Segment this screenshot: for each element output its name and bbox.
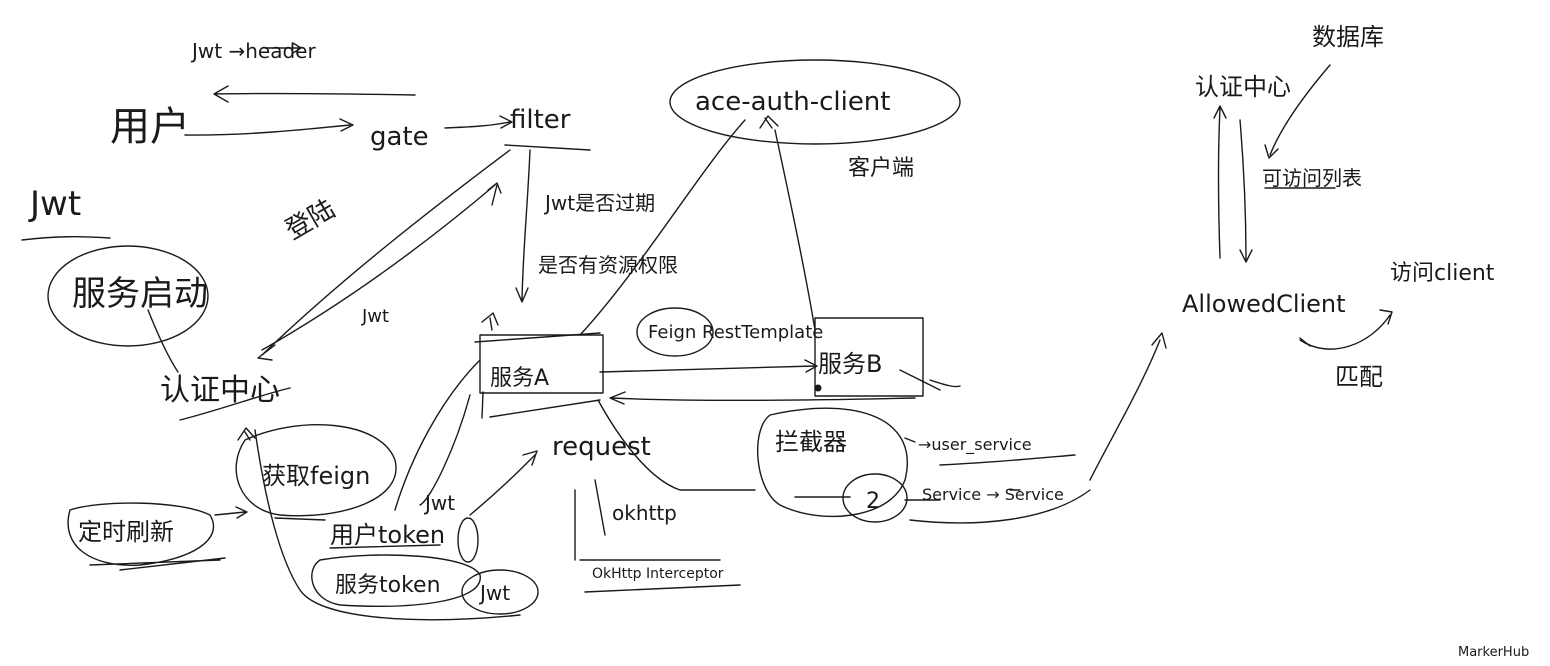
fetch-feign-oval [235, 424, 397, 517]
arrow-b-to-interceptor [904, 437, 916, 443]
label-interceptor: 拦截器 [775, 428, 847, 456]
curve-around-left [254, 429, 521, 621]
arrow-db-to-list [1264, 64, 1331, 159]
service-a-box-sketch [474, 332, 601, 419]
watermark: MarkerHub [1458, 645, 1529, 660]
label-auth-client: ace-auth-client [695, 87, 890, 117]
label-login: 登陆 [281, 194, 341, 246]
label-user-service: →user_service [918, 435, 1032, 455]
arrow-to-request [469, 450, 538, 516]
line-service-b-to-auth [774, 129, 816, 331]
okhttp-bracket [574, 479, 721, 561]
label-user-token: 用户token [330, 521, 445, 549]
label-filter: filter [510, 105, 571, 135]
label-feign-resttemplate: Feign RestTemplate [648, 322, 823, 343]
label-match: 匹配 [1335, 363, 1383, 391]
arrow-refresh-to-feign [214, 506, 248, 519]
line-login-2 [257, 184, 496, 361]
line-service-a-to-auth [579, 119, 746, 336]
label-auth-center-left: 认证中心 [160, 373, 280, 408]
arrow-a-to-b [599, 359, 818, 373]
service-chain-underline [909, 489, 1091, 524]
label-allowed-client: AllowedClient [1182, 290, 1346, 318]
jwt-underline [21, 235, 111, 241]
label-circle-two: 2 [866, 489, 880, 514]
label-okhttp-interceptor: OkHttp Interceptor [592, 566, 724, 582]
service-chain-line [794, 489, 1021, 501]
ink-strokes [21, 42, 1393, 621]
interceptor-oval [757, 407, 908, 518]
service-b-box-sketch [899, 369, 961, 391]
label-fetch-feign: 获取feign [262, 462, 370, 490]
service-a-box [479, 334, 604, 394]
user-service-underline [939, 454, 1076, 466]
jwt-badge-oval [461, 569, 539, 615]
label-has-permission: 是否有资源权限 [538, 253, 678, 277]
service-start-oval [47, 245, 209, 347]
match-arrow-left [1299, 337, 1311, 347]
label-gate: gate [370, 122, 429, 152]
line-service-a-to-request [597, 399, 756, 491]
label-request: request [552, 432, 651, 462]
arrow-gate-to-user [213, 85, 416, 103]
arrow-gate-to-filter [444, 115, 513, 129]
label-user: 用户 [110, 104, 190, 150]
label-access-client: 访问client [1390, 261, 1495, 286]
label-service-b: 服务B [818, 350, 882, 378]
label-auth-center-right: 认证中心 [1195, 73, 1291, 101]
arrow-service-start-down [147, 309, 179, 373]
arrow-user-to-gate [184, 118, 354, 136]
label-jwt-small: Jwt [423, 491, 455, 515]
label-service-start: 服务启动 [72, 274, 208, 314]
label-scheduled-refresh: 定时刷新 [78, 518, 174, 546]
filter-underline [504, 144, 591, 151]
arrow-auth-right-down [1239, 119, 1253, 263]
label-service-token: 服务token [335, 573, 441, 598]
auth-client-oval [669, 59, 961, 145]
service-b-dot [814, 384, 822, 392]
jwt-small-oval [457, 517, 479, 563]
label-jwt-to-header: Jwt →header [190, 39, 316, 63]
arrow-jwt-to-header [264, 42, 302, 54]
label-jwt-badge: Jwt [478, 581, 510, 605]
scheduled-refresh-scribble [67, 502, 226, 571]
token-line-to-service-a [394, 359, 481, 511]
arrow-auth-right-up [1213, 105, 1227, 259]
arrow-up-auth-client [759, 115, 779, 129]
label-okhttp: okhttp [612, 501, 677, 525]
label-database: 数据库 [1312, 23, 1384, 51]
label-access-list: 可访问列表 [1262, 166, 1362, 190]
auth-center-left-underline [179, 387, 291, 421]
label-service-chain: Service → Service [922, 485, 1064, 504]
okhttp-underline [584, 584, 741, 593]
arrow-filter-down [515, 149, 531, 303]
diagram-labels: Jwt →header 用户 gate filter Jwt 登陆 Jwt Jw… [28, 23, 1529, 660]
arrow-up-filter [487, 182, 502, 206]
label-jwt-side: Jwt [28, 184, 81, 224]
line-to-allowed-client [1089, 332, 1167, 481]
service-b-box [814, 317, 924, 397]
user-token-underline [274, 517, 441, 549]
feign-oval [636, 307, 714, 357]
circle-two-oval [842, 473, 908, 523]
arrow-b-to-a [609, 391, 916, 405]
label-client: 客户端 [848, 156, 914, 181]
arrow-up-service-a [481, 312, 499, 331]
label-jwt-mid: Jwt [361, 306, 389, 327]
label-jwt-expired: Jwt是否过期 [543, 191, 655, 215]
arrow-fetch-feign-to-auth [237, 427, 256, 441]
line-login-1 [261, 149, 511, 356]
label-service-a: 服务A [490, 366, 549, 391]
curve-down-service-a [419, 394, 471, 506]
service-token-oval [311, 554, 481, 607]
